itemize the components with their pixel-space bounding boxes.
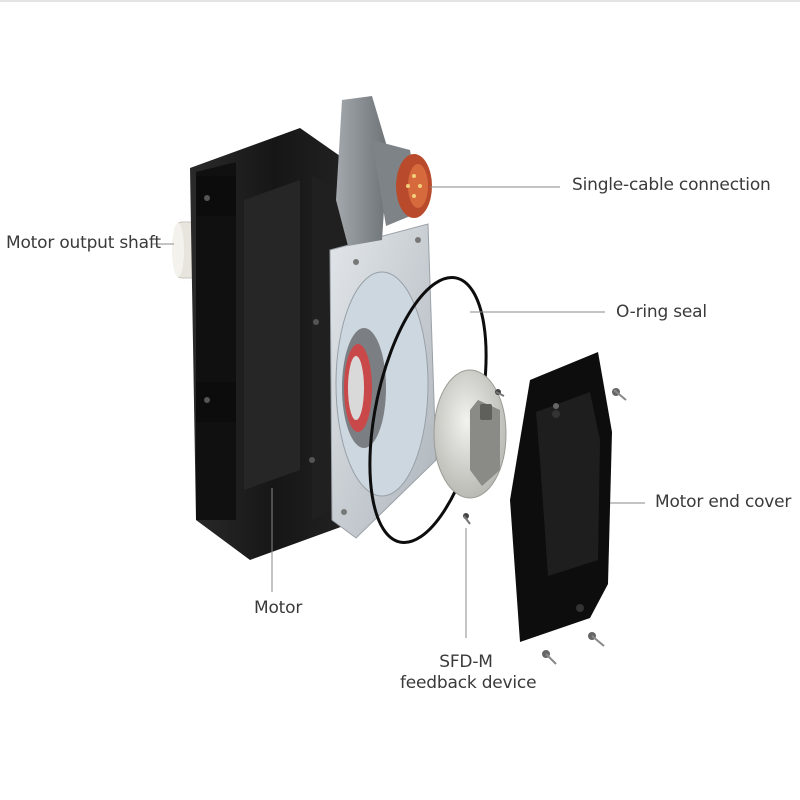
sfd-m-feedback-device — [433, 369, 507, 525]
label-o-ring-seal: O-ring seal — [616, 302, 707, 322]
label-sfd-m-feedback-device: SFD-M feedback device — [400, 652, 537, 695]
label-sfd-line1: SFD-M — [439, 652, 493, 672]
label-motor-output-shaft: Motor output shaft — [6, 233, 161, 253]
motor-end-cover — [510, 352, 627, 665]
label-motor: Motor — [254, 598, 303, 618]
label-motor-end-cover: Motor end cover — [655, 492, 792, 512]
single-cable-connector — [336, 96, 432, 246]
top-divider — [0, 0, 800, 2]
label-sfd-line2: feedback device — [400, 673, 537, 694]
label-single-cable-connection: Single-cable connection — [572, 175, 771, 195]
leader-lines — [152, 186, 645, 638]
